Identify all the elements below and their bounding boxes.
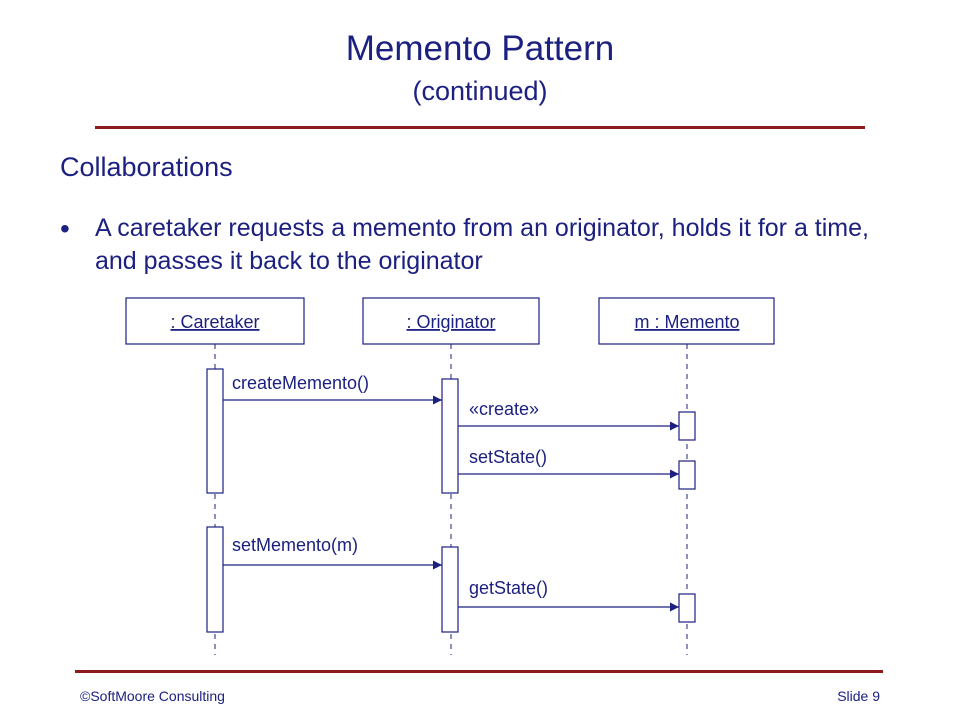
lifeline-originator: : Originator <box>362 297 540 345</box>
activation-caretaker-1 <box>206 368 224 494</box>
activation-memento-2 <box>678 460 696 490</box>
message-create-memento-label: createMemento() <box>232 373 369 393</box>
message-create: «create» <box>458 399 679 431</box>
message-set-state-label: setState() <box>469 447 547 467</box>
section-heading: Collaborations <box>60 152 233 182</box>
activation-caretaker-2 <box>206 526 224 633</box>
message-get-state-label: getState() <box>469 578 548 598</box>
footer-divider <box>75 670 883 673</box>
slide-title: Memento Pattern <box>345 29 615 68</box>
activation-memento-3 <box>678 593 696 623</box>
activation-memento-1 <box>678 411 696 441</box>
activation-originator-1 <box>441 378 459 494</box>
footer-copyright: ©SoftMoore Consulting <box>80 688 225 704</box>
footer-slide-number: Slide 9 <box>837 688 880 704</box>
lifeline-memento: m : Memento <box>598 297 775 345</box>
message-set-memento-label: setMemento(m) <box>232 535 358 555</box>
message-create-label: «create» <box>469 399 539 419</box>
activation-originator-2 <box>441 546 459 633</box>
slide-subtitle: (continued) <box>412 76 548 106</box>
message-set-memento: setMemento(m) <box>223 535 442 570</box>
lifeline-caretaker-label: : Caretaker <box>170 312 259 332</box>
lifeline-memento-label: m : Memento <box>634 312 739 332</box>
bullet-icon: • <box>60 213 70 244</box>
bullet-text: A caretaker requests a memento from an o… <box>95 214 869 275</box>
message-create-memento: createMemento() <box>223 373 442 405</box>
lifeline-caretaker: : Caretaker <box>125 297 305 345</box>
lifeline-originator-label: : Originator <box>406 312 495 332</box>
message-set-state: setState() <box>458 447 679 479</box>
title-divider <box>95 126 865 129</box>
message-get-state: getState() <box>458 578 679 612</box>
